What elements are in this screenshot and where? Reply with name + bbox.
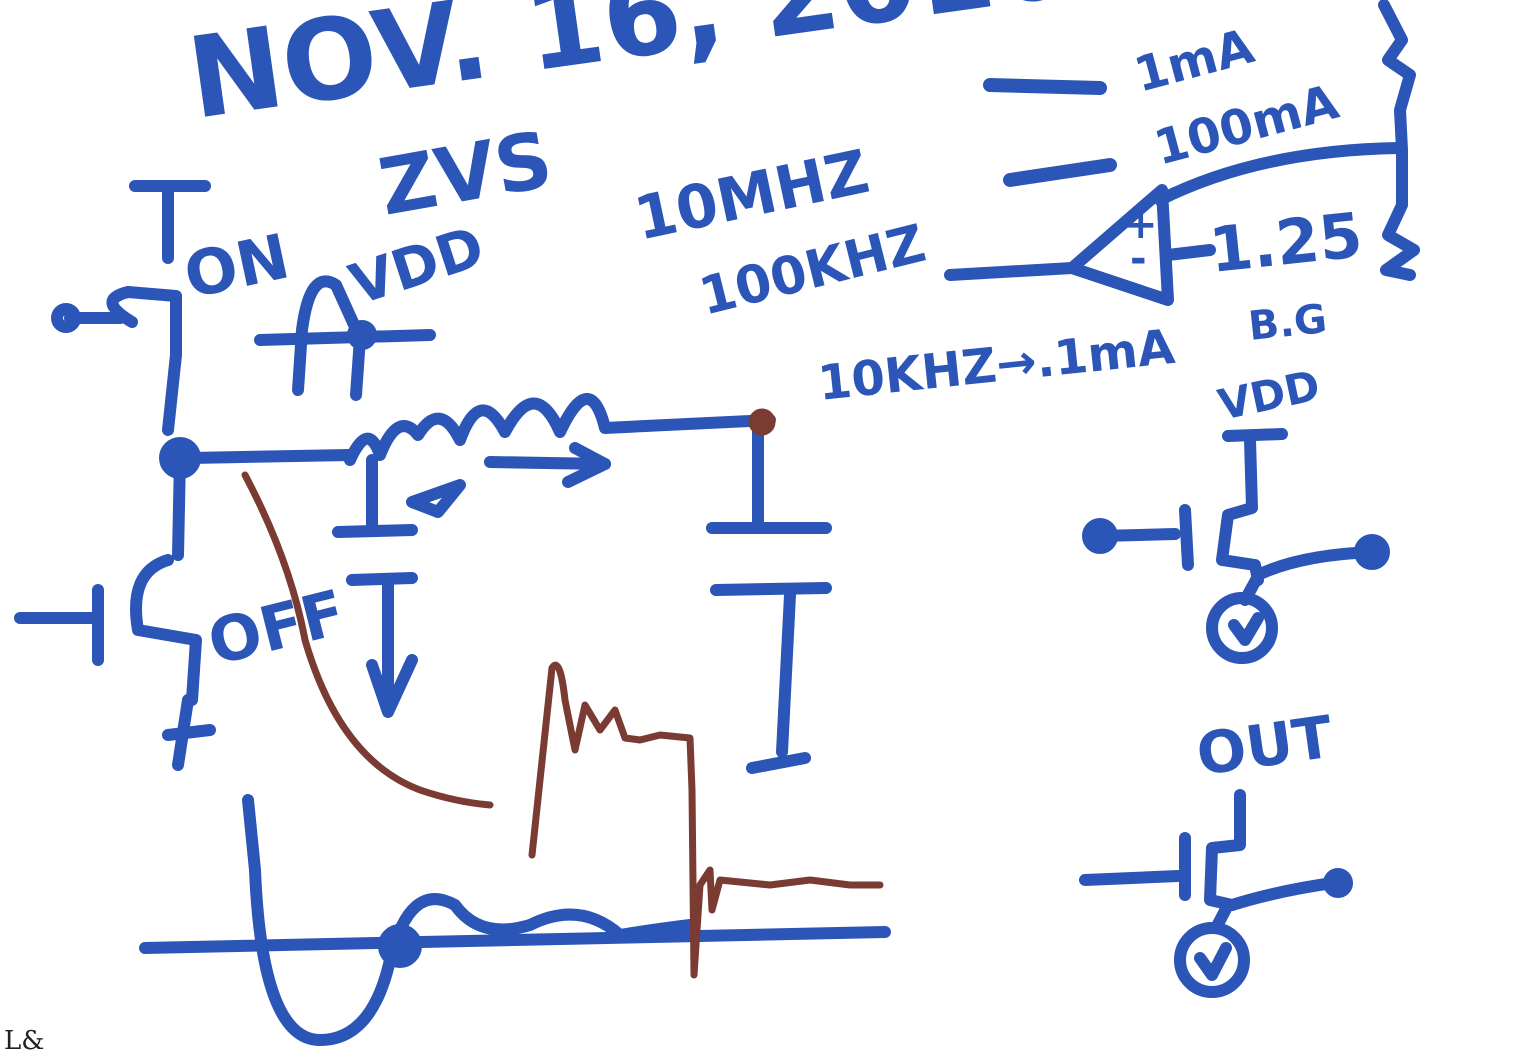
- resistor-divider: [1378, 0, 1420, 281]
- brown-traces: [241, 408, 884, 979]
- opamp-plus-label: +: [1124, 202, 1158, 248]
- date-label: NOV. 16, 2016: [181, 0, 1079, 145]
- bandgap-label: B.G: [1246, 296, 1329, 350]
- freq-10khz-label: 10KHZ→.1mA: [815, 319, 1177, 412]
- low-side-transistor: [14, 554, 216, 771]
- on-label: ON: [178, 220, 296, 313]
- output-capacitor: [706, 422, 832, 774]
- ref-voltage-label: 1.25: [1206, 198, 1366, 287]
- opamp-minus-label: -: [1130, 236, 1147, 282]
- off-label: OFF: [201, 575, 352, 679]
- zvs-waveform: [139, 794, 891, 1046]
- current-1ma-label: 1mA: [1129, 18, 1260, 103]
- high-side-transistor: [51, 180, 211, 436]
- inductor: [344, 393, 776, 488]
- vdd-pulse-sketch: [254, 275, 436, 401]
- scribbles: [983, 78, 1117, 187]
- opamp: [944, 142, 1406, 306]
- vdd-small-label: VDD: [1214, 361, 1324, 430]
- vdd-label: VDD: [342, 214, 492, 318]
- bandgap-transistor: [1082, 428, 1390, 664]
- out-transistor: [1079, 789, 1353, 998]
- footer-text: L&: [4, 1026, 45, 1056]
- out-label: OUT: [1192, 703, 1337, 789]
